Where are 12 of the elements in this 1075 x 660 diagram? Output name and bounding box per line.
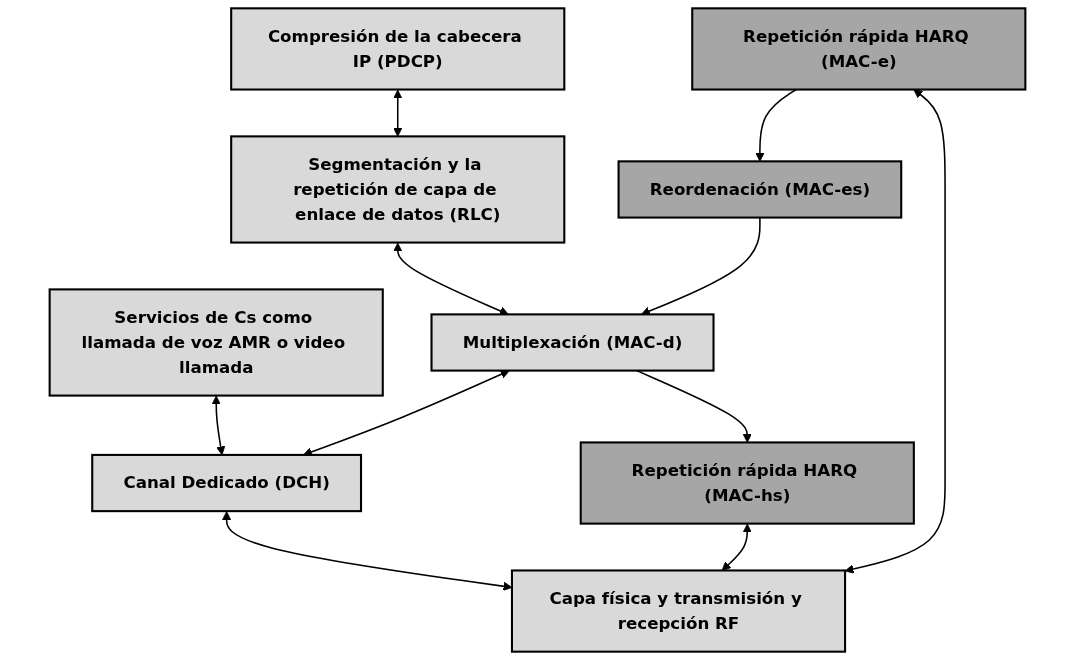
node-box: Multiplexación (MAC-d) — [430, 313, 715, 372]
node-box: Repetición rápida HARQ (MAC-hs) — [579, 441, 915, 525]
node-box: Servicios de Cs como llamada de voz AMR o video llamada — [48, 288, 384, 397]
node-box: Segmentación y la repetición de capa de enlace de datos (RLC) — [230, 135, 566, 244]
node-box: Compresión de la cabecera IP (PDCP) — [230, 7, 566, 91]
arrow — [393, 89, 403, 137]
arrow — [844, 89, 946, 574]
node-box: Canal Dedicado (DCH) — [91, 453, 363, 513]
node-box: Capa física y transmisión y recepción RF — [510, 569, 847, 653]
node-box: Reordenación (MAC-es) — [617, 160, 903, 219]
arrow — [721, 523, 752, 571]
node-box: Repetición rápida HARQ (MAC-e) — [691, 7, 1027, 91]
